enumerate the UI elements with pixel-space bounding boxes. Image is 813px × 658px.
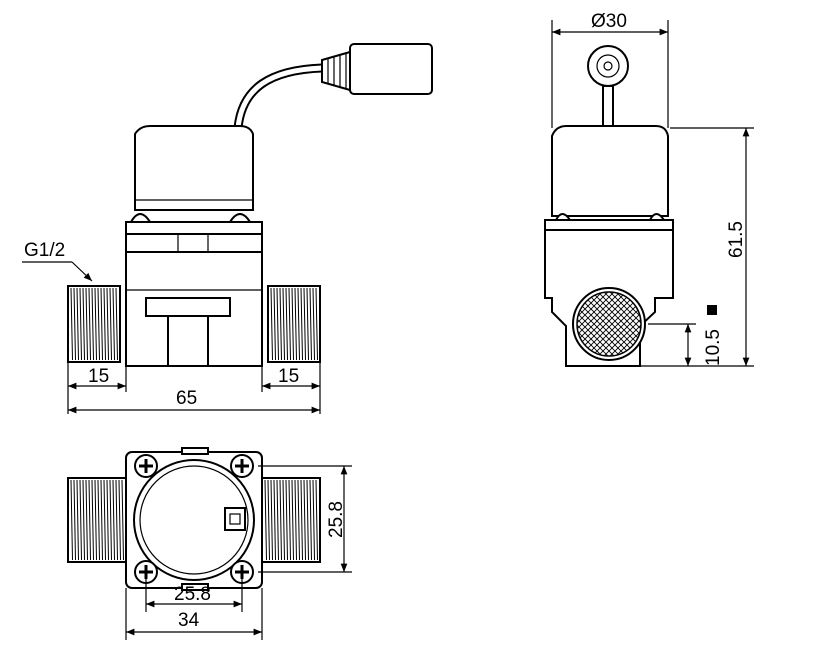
body-width-dimension: 25.8 [174, 584, 211, 605]
left-thread-length: 15 [88, 366, 109, 387]
height-dimension: 61.5 [726, 221, 747, 258]
connector-plug [349, 43, 433, 95]
top-view: 25.8 25.8 34 [67, 447, 352, 640]
side-view: Ø30 61.5 10.5 [544, 11, 754, 367]
overall-length: 65 [176, 388, 197, 409]
screw-icon [129, 213, 252, 223]
left-thread [67, 285, 121, 363]
coil-side [551, 125, 669, 217]
screw-icon [134, 454, 254, 584]
valve-plate [125, 221, 263, 235]
top-left-thread [67, 477, 127, 563]
marker-square [707, 305, 717, 315]
body-height-dimension: 25.8 [326, 501, 347, 538]
top-right-thread [261, 477, 321, 563]
diameter-dimension: Ø30 [591, 11, 627, 32]
thread-size-label: G1/2 [24, 240, 65, 261]
outlet-height-dimension: 10.5 [703, 329, 724, 366]
base-width-dimension: 34 [178, 610, 200, 631]
right-thread-length: 15 [278, 366, 299, 387]
front-view: G1/2 15 15 65 [22, 43, 433, 414]
coil-top [133, 459, 255, 581]
strain-relief [321, 50, 351, 92]
right-thread [267, 285, 321, 363]
coil-housing [134, 125, 254, 211]
connector-end [587, 45, 629, 87]
